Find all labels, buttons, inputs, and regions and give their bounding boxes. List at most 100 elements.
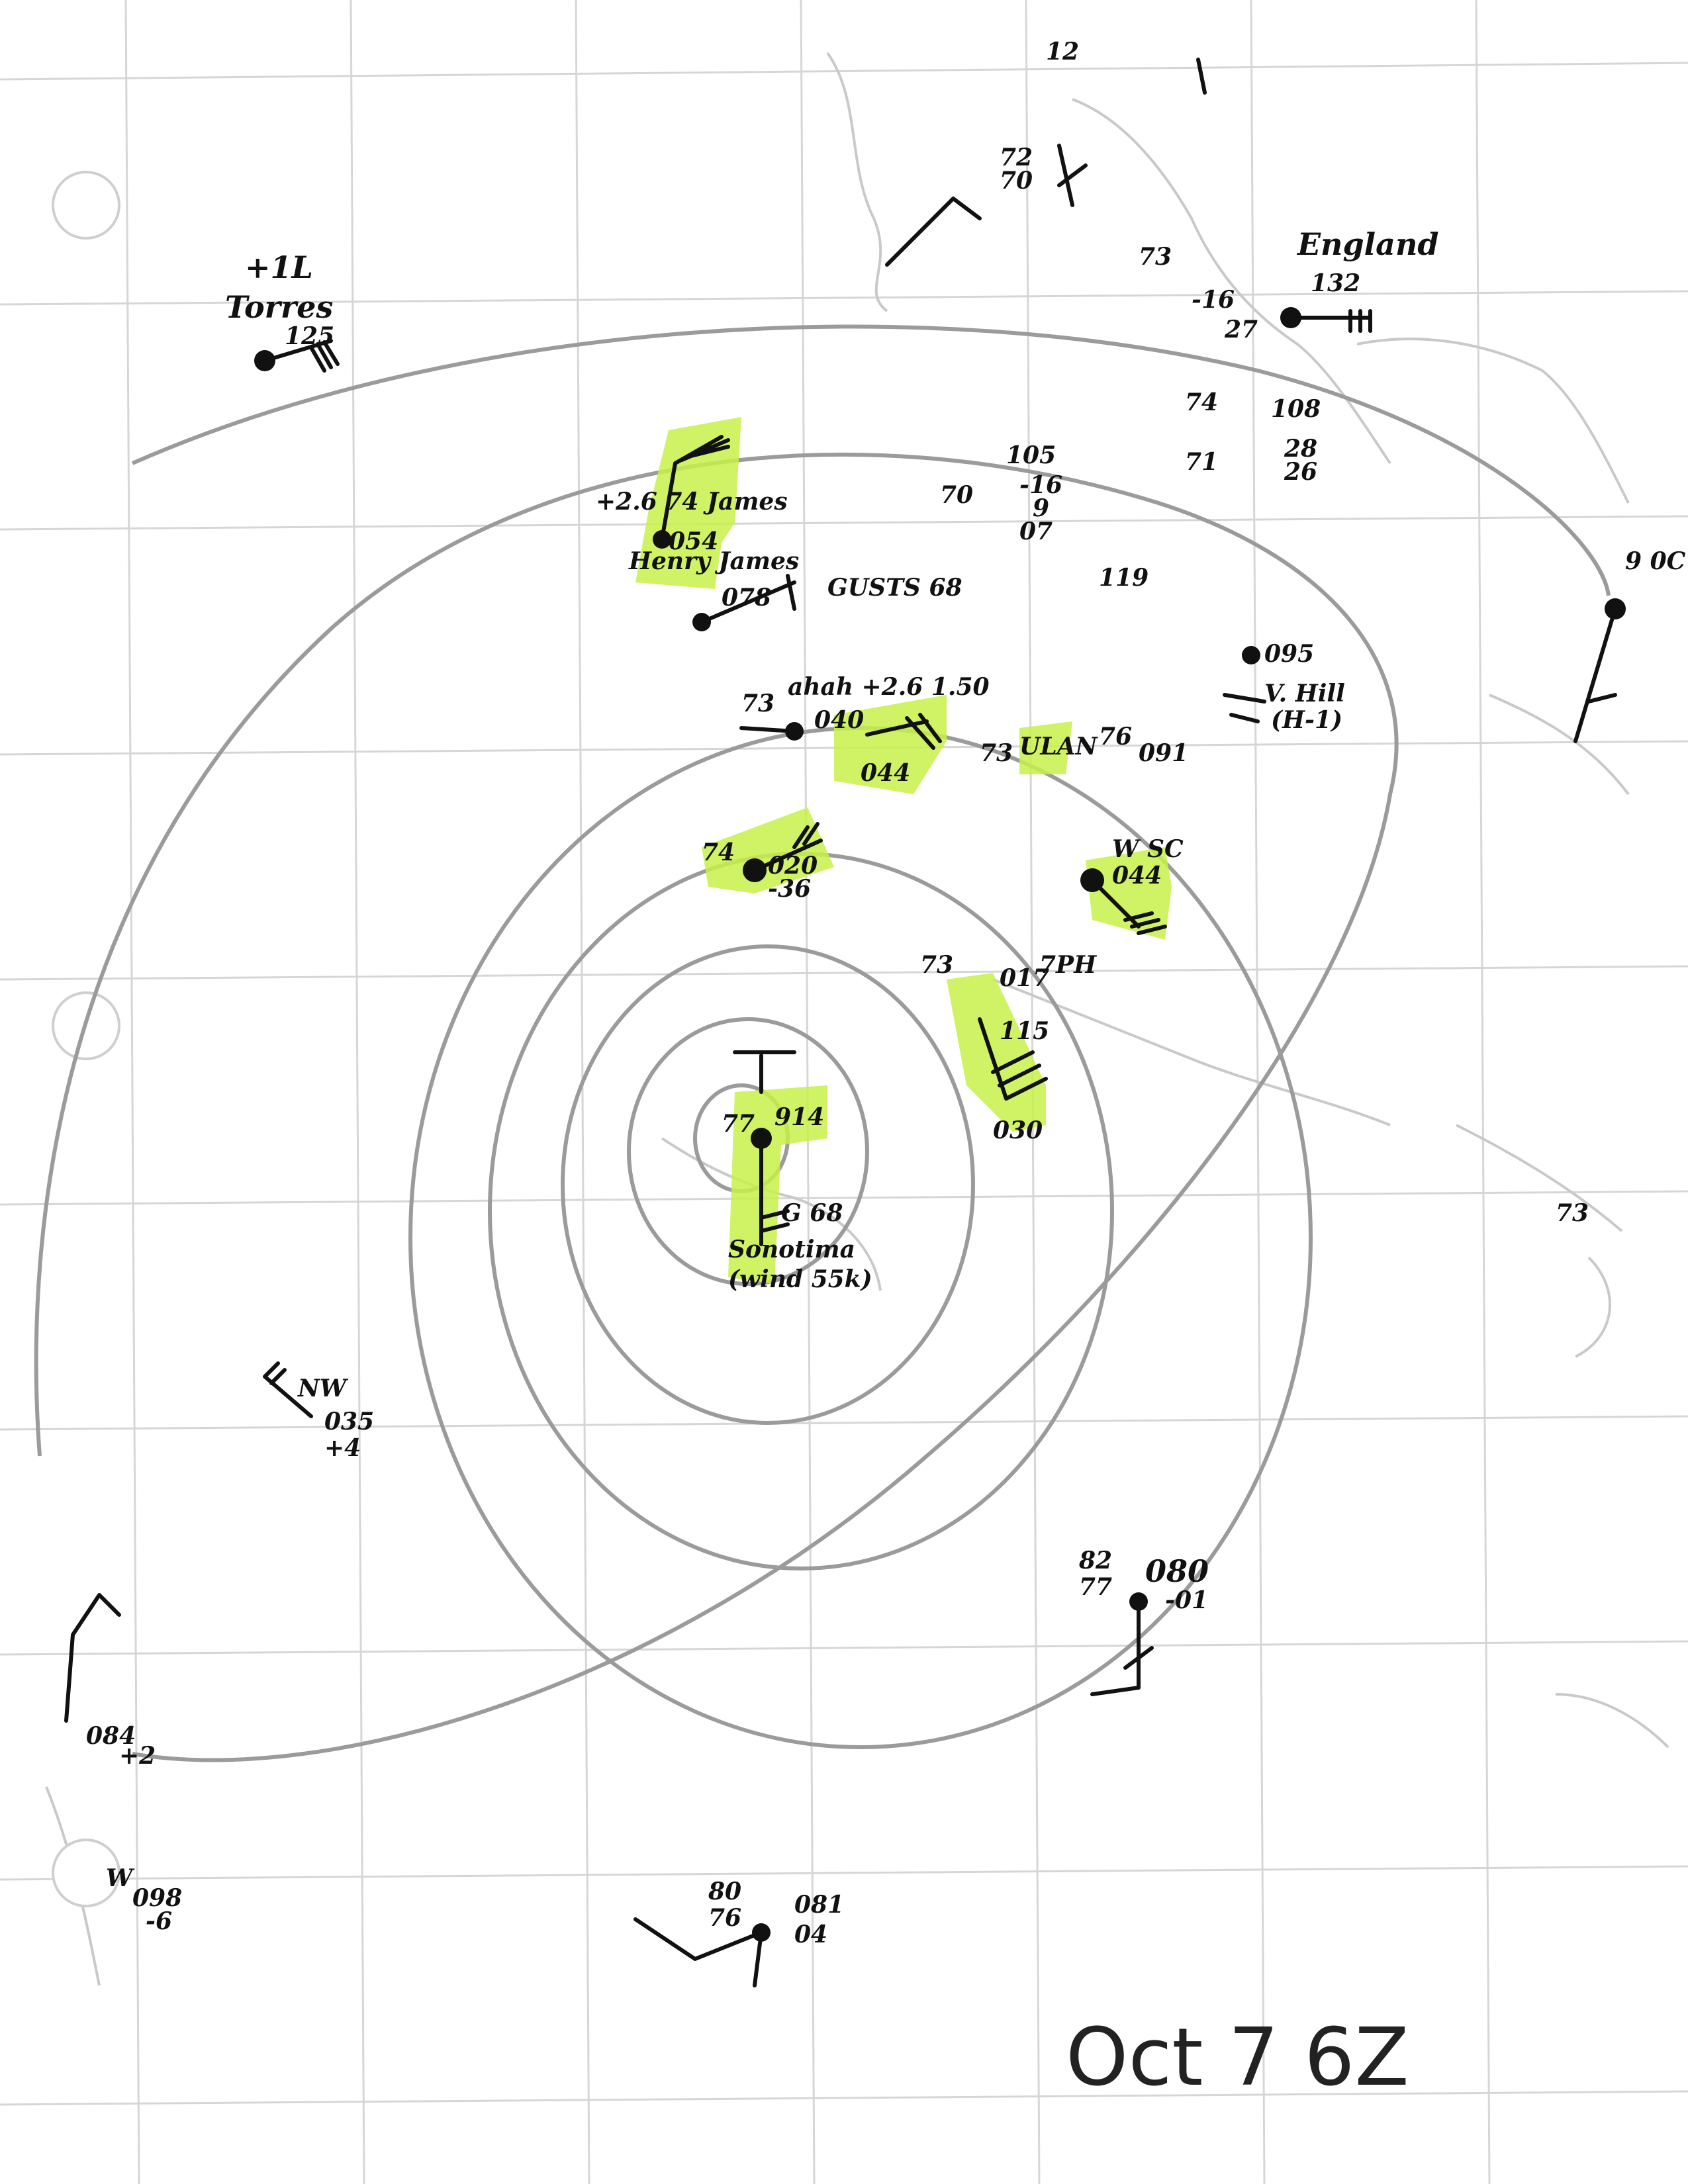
station-035: NW 035 +4 [297,1375,374,1462]
svg-text:04: 04 [794,1921,827,1948]
station-081: 80 76 081 04 [708,1878,844,1948]
svg-text:73: 73 [1139,243,1172,271]
svg-text:73: 73 [920,951,953,979]
svg-text:044: 044 [1112,862,1162,889]
svg-text:081: 081 [794,1891,844,1919]
svg-text:914: 914 [774,1103,824,1131]
svg-text:V. Hill: V. Hill [1264,680,1345,707]
svg-text:12: 12 [1046,38,1079,66]
svg-text:020: 020 [768,852,818,880]
station-119: 119 [1099,564,1149,592]
station-108: 74 108 71 28 26 [1185,388,1321,486]
svg-text:W SC: W SC [1112,835,1184,863]
svg-text:76: 76 [708,1904,741,1932]
svg-text:Torres: Torres [225,289,333,325]
station-symbols [64,58,1626,1987]
station-far-right: 9 0C 2 1 [1625,547,1688,575]
svg-text:England: England [1296,226,1439,262]
svg-text:GUSTS 68: GUSTS 68 [827,574,962,602]
station-torres: +1L Torres 125 [225,250,334,350]
station-gusts: 078 GUSTS 68 [722,574,962,612]
svg-text:77: 77 [1079,1573,1112,1601]
svg-text:-01: -01 [1165,1586,1208,1614]
svg-text:017: 017 [1000,964,1049,992]
svg-text:73: 73 [980,739,1013,767]
station-72: 72 70 [1000,144,1033,195]
svg-text:-16: -16 [1019,471,1062,499]
svg-text:040: 040 [814,706,864,734]
svg-text:71: 71 [1185,448,1218,476]
svg-text:095: 095 [1264,640,1314,668]
svg-text:080: 080 [1145,1553,1209,1589]
svg-text:77: 77 [722,1110,755,1138]
station-098: W 098 -6 [106,1864,182,1935]
svg-text:73: 73 [741,690,774,717]
svg-text:07: 07 [1019,518,1053,545]
svg-text:108: 108 [1271,395,1321,423]
svg-text:Sonotima: Sonotima [728,1236,855,1263]
svg-text:+4: +4 [324,1434,361,1462]
isobar-7 [131,324,1611,596]
station-73b: 73 ULAN 76 091 [980,723,1188,767]
svg-text:26: 26 [1284,458,1317,486]
station-center: 77 914 G 68 Sonotima (wind 55k) [722,1103,872,1293]
svg-text:115: 115 [1000,1017,1049,1045]
svg-text:ULAN: ULAN [1019,733,1099,760]
binder-holes [52,171,120,1907]
station-080: 82 77 080 -01 [1078,1547,1209,1614]
isobars [34,324,1611,1762]
station-74: 74 020 -36 [702,839,818,903]
svg-text:76: 76 [1099,723,1132,751]
svg-text:9 0C 2 1: 9 0C 2 1 [1625,547,1688,575]
svg-text:044: 044 [861,759,910,787]
svg-text:030: 030 [993,1116,1043,1144]
svg-text:+2.6 74 James: +2.6 74 James [596,488,788,516]
svg-text:W: W [106,1864,135,1892]
isobar-6 [34,452,1399,1762]
svg-text:27: 27 [1224,316,1258,343]
svg-text:084: 084 [86,1722,136,1750]
svg-text:(H-1): (H-1) [1271,706,1342,734]
svg-text:28: 28 [1284,435,1317,463]
svg-text:078: 078 [722,584,771,612]
station-084: 084 +2 [86,1722,156,1770]
svg-text:+2: +2 [119,1742,156,1770]
svg-text:132: 132 [1311,269,1360,297]
svg-text:091: 091 [1139,739,1188,767]
svg-text:119: 119 [1099,564,1149,592]
svg-text:82: 82 [1078,1547,1112,1574]
svg-text:Henry James: Henry James [628,547,799,575]
svg-text:125: 125 [285,322,334,350]
svg-text:035: 035 [324,1408,374,1435]
map-title: Oct 7 6Z [1066,2012,1409,2104]
svg-text:9: 9 [1033,494,1049,522]
svg-text:74: 74 [702,839,735,866]
svg-text:098: 098 [132,1884,182,1912]
station-james: +2.6 74 James 054 Henry James [596,488,799,575]
svg-text:(wind 55k): (wind 55k) [728,1265,872,1293]
station-vhill: 095 V. Hill (H-1) [1264,640,1345,734]
svg-text:70: 70 [940,481,973,509]
station-wsc: W SC 044 [1112,835,1184,889]
station-105: 105 70 -16 9 07 [940,441,1062,545]
svg-text:74: 74 [1185,388,1218,416]
station-73a: 73 ahah +2.6 1.50 040 044 [741,673,990,787]
station-east: 73 [1556,1199,1589,1227]
svg-text:NW: NW [297,1375,349,1402]
station-12: 12 [1046,38,1079,66]
svg-text:7PH: 7PH [1039,951,1097,979]
svg-text:-16: -16 [1192,286,1235,314]
svg-text:70: 70 [1000,167,1033,195]
station-73c: 73 017 7PH 115 030 [920,951,1097,1144]
svg-text:G 68: G 68 [781,1199,843,1227]
svg-text:72: 72 [1000,144,1033,171]
svg-text:-6: -6 [146,1907,172,1935]
isobar-2 [627,1017,869,1286]
svg-text:73: 73 [1556,1199,1589,1227]
svg-text:80: 80 [708,1878,741,1905]
station-england: 73 England 132 -16 27 [1139,226,1439,343]
svg-text:-36: -36 [768,875,811,903]
coastlines [45,52,1669,1986]
svg-text:105: 105 [1006,441,1056,469]
